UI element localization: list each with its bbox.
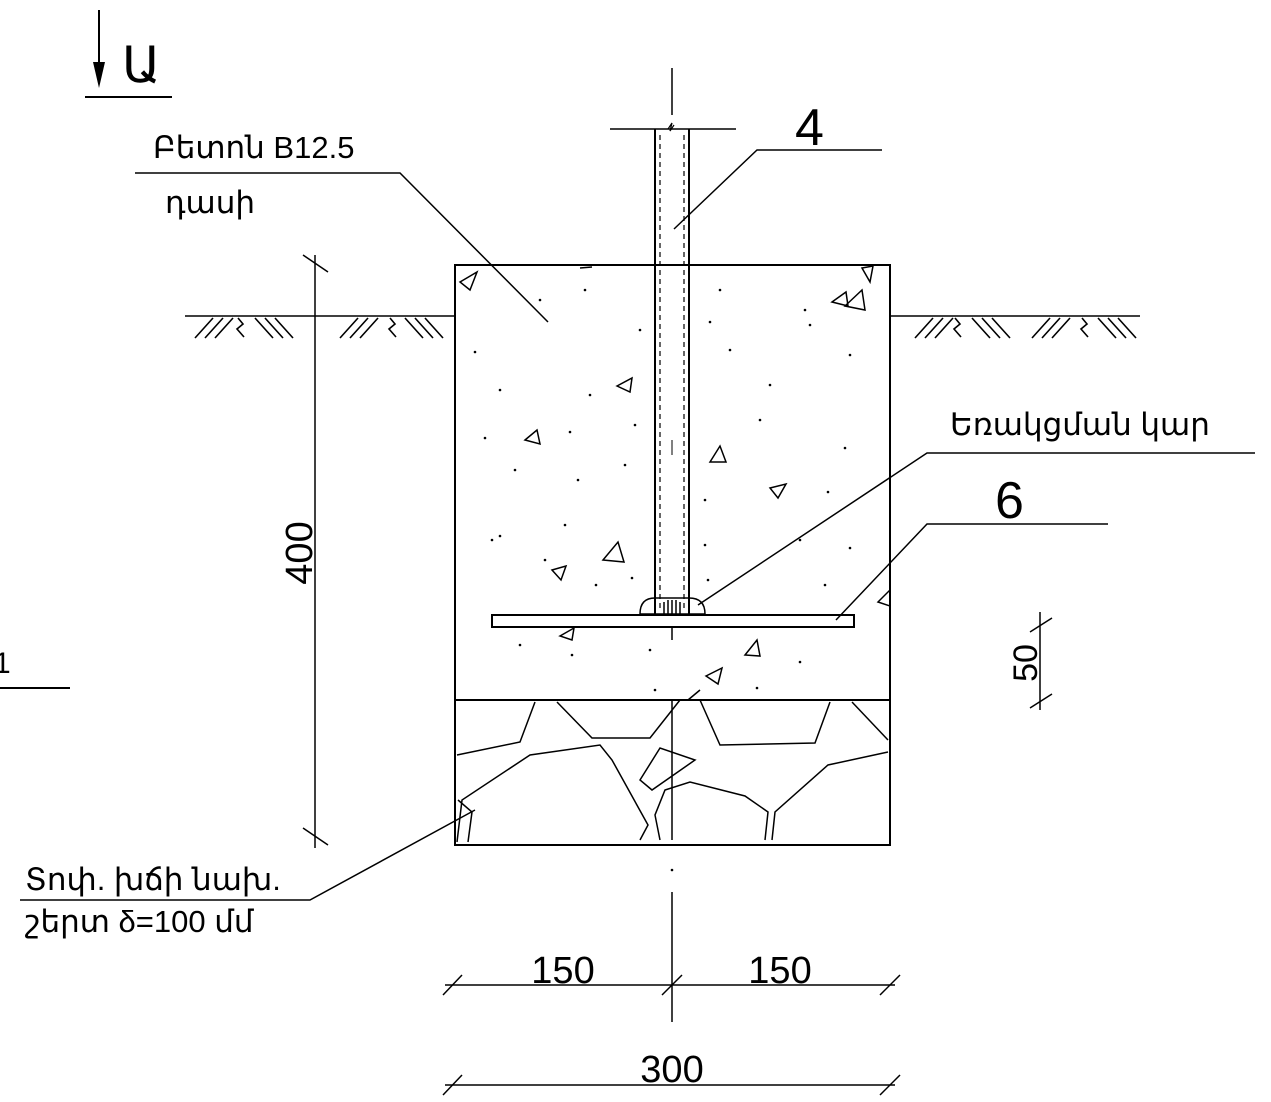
base-layer-thickness-label: շերտ δ=100 մմ: [25, 904, 255, 939]
base-layer-label: Տոփ. խճի նախ.: [25, 862, 281, 897]
ground-surface: [185, 315, 1140, 339]
post-callout-leader: [673, 149, 882, 230]
plate-offset-dimension-line: [1029, 612, 1053, 710]
base-layer-leader: [20, 809, 476, 901]
concrete-leader: [135, 172, 549, 323]
weld-leader: [697, 452, 1255, 606]
steel-post: [610, 122, 736, 615]
stone-pattern: [456, 699, 889, 843]
post-callout-number: 4: [795, 99, 824, 157]
concrete-texture: [458, 265, 891, 701]
left-edge-label-fragment: 1: [0, 647, 11, 680]
weld-bead: [639, 597, 706, 615]
depth-dimension-line: [302, 254, 329, 848]
concrete-class-label: դասի: [165, 185, 255, 220]
section-marker: [85, 10, 172, 98]
half-width-left-value: 150: [531, 950, 594, 992]
section-marker-letter: Ա: [122, 37, 160, 93]
total-width-dimension-value: 300: [640, 1049, 703, 1091]
base-plate: [491, 614, 855, 628]
plate-offset-dimension-value: 50: [1007, 644, 1045, 682]
concrete-label: Բետոն B12.5: [153, 130, 354, 165]
plate-callout-leader: [835, 523, 1108, 621]
half-width-right-value: 150: [748, 950, 811, 992]
total-width-dimension-line: [442, 1074, 901, 1096]
plate-callout-number: 6: [995, 472, 1024, 530]
concrete-dots: [473, 288, 852, 872]
depth-dimension-value: 400: [279, 521, 321, 584]
half-width-dimension-line: [442, 974, 901, 996]
weld-label: Եռակցման կար: [950, 407, 1210, 442]
